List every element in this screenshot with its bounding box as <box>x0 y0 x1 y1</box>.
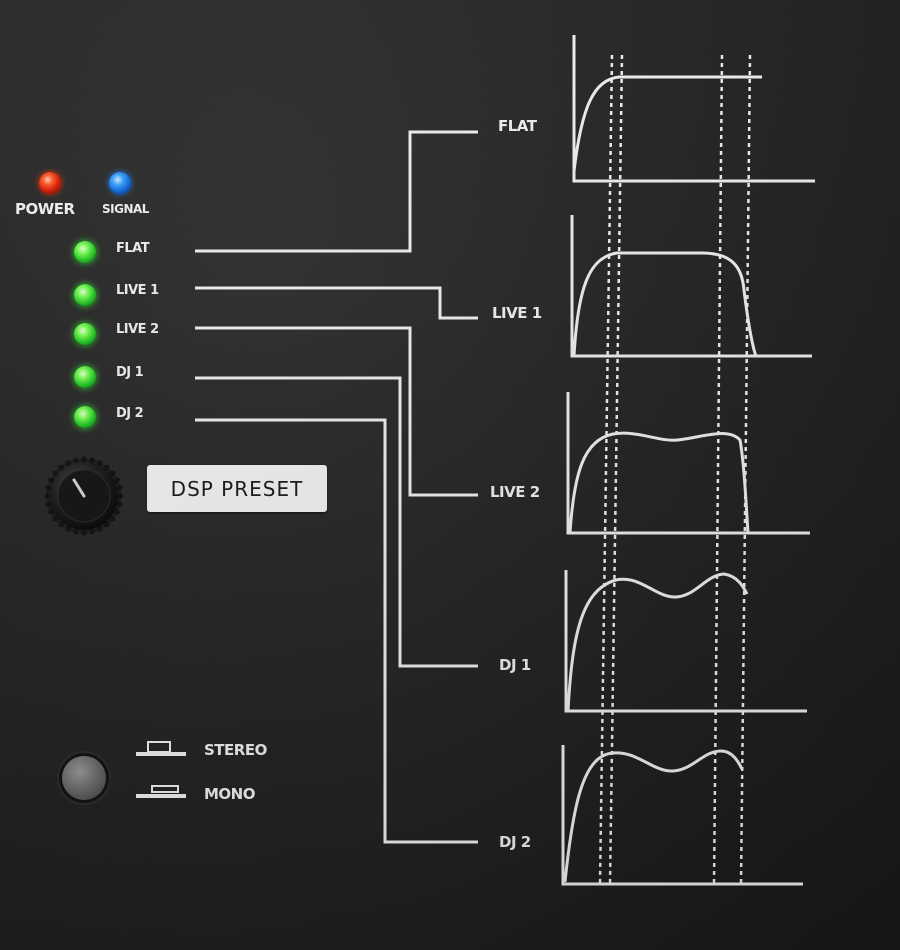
preset-label-live1: LIVE 1 <box>116 283 159 298</box>
power-label: POWER <box>15 200 75 218</box>
switch-position-icons <box>136 741 186 798</box>
knob-ridge <box>116 492 124 500</box>
chart-label-flat: FLAT <box>498 117 537 135</box>
graph-axes-dj1 <box>564 570 807 713</box>
mono-label: MONO <box>204 785 255 803</box>
preset-led-dj2 <box>74 406 96 428</box>
knob-ridge <box>80 528 88 536</box>
chart-label-live1: LIVE 1 <box>492 304 542 322</box>
dsp-preset-knob[interactable] <box>40 452 128 540</box>
preset-label-dj2: DJ 2 <box>116 406 144 421</box>
knob-pointer <box>72 478 86 498</box>
preset-label-flat: FLAT <box>116 241 150 256</box>
response-curve-live1 <box>572 251 758 357</box>
connector-line-live1 <box>195 286 478 320</box>
connector-line-flat <box>195 130 478 253</box>
chart-label-dj2: DJ 2 <box>499 833 531 851</box>
preset-led-flat <box>74 241 96 263</box>
knob-graphic <box>44 456 124 536</box>
graph-axes-live1 <box>570 215 812 358</box>
reference-line-1 <box>598 54 614 885</box>
signal-label: SIGNAL <box>102 202 149 216</box>
response-curve-dj2 <box>563 749 744 883</box>
reference-line-2 <box>608 54 624 885</box>
stereo-switch-icon <box>136 741 186 756</box>
power-led <box>39 172 61 194</box>
response-curve-dj1 <box>566 572 749 712</box>
chart-label-dj1: DJ 1 <box>499 656 531 674</box>
response-curve-flat <box>572 75 762 172</box>
graph-axes-dj2 <box>561 745 803 886</box>
mono-switch-icon <box>136 785 186 798</box>
preset-led-live2 <box>74 323 96 345</box>
dsp-preset-label: DSP PRESET <box>147 465 327 512</box>
signal-led <box>109 172 131 194</box>
connector-line-dj2 <box>195 418 478 844</box>
reference-line-4 <box>739 54 752 885</box>
preset-led-live1 <box>74 284 96 306</box>
knob-ridge <box>44 492 52 500</box>
stereo-label: STEREO <box>204 741 267 759</box>
preset-led-dj1 <box>74 366 96 388</box>
knob-ridge <box>80 456 88 464</box>
stereo-mono-button[interactable] <box>62 756 106 800</box>
preset-label-live2: LIVE 2 <box>116 322 159 337</box>
graph-axes-flat <box>572 35 815 183</box>
connector-line-dj1 <box>195 376 478 668</box>
graph-axes-live2 <box>566 392 810 535</box>
response-curve-live2 <box>568 431 750 534</box>
connector-line-live2 <box>195 326 478 497</box>
preset-label-dj1: DJ 1 <box>116 365 144 380</box>
chart-label-live2: LIVE 2 <box>490 483 540 501</box>
reference-line-3 <box>712 54 724 885</box>
